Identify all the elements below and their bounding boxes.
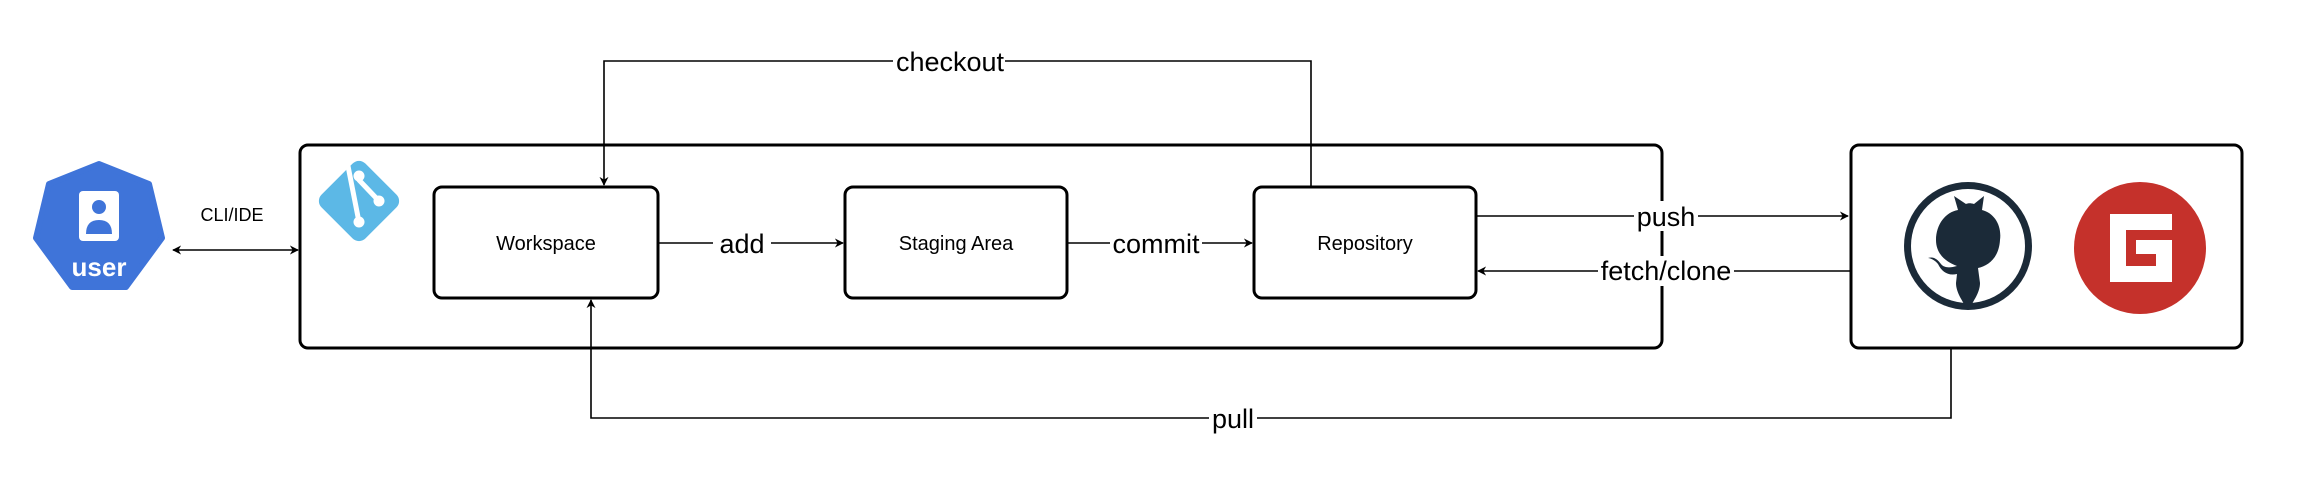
workspace-node[interactable]: Workspace	[432, 185, 660, 300]
staging-area-label: Staging Area	[899, 233, 1014, 255]
push-label: push	[1637, 202, 1696, 232]
workspace-label: Workspace	[496, 233, 596, 255]
user-label: user	[72, 252, 127, 282]
staging-area-node[interactable]: Staging Area	[843, 185, 1069, 300]
repository-node[interactable]: Repository	[1252, 185, 1478, 300]
user-icon: user	[33, 161, 165, 290]
repository-label: Repository	[1317, 233, 1413, 255]
add-label: add	[719, 229, 764, 259]
cli-ide-label: CLI/IDE	[200, 205, 263, 225]
git-logo-icon	[318, 160, 400, 242]
gitee-icon	[2074, 182, 2206, 314]
pull-edge	[586, 299, 1952, 419]
github-icon	[1904, 182, 2032, 310]
commit-label: commit	[1113, 229, 1200, 259]
fetch-clone-label: fetch/clone	[1601, 256, 1732, 286]
checkout-label: checkout	[896, 47, 1005, 77]
pull-label: pull	[1212, 404, 1254, 434]
